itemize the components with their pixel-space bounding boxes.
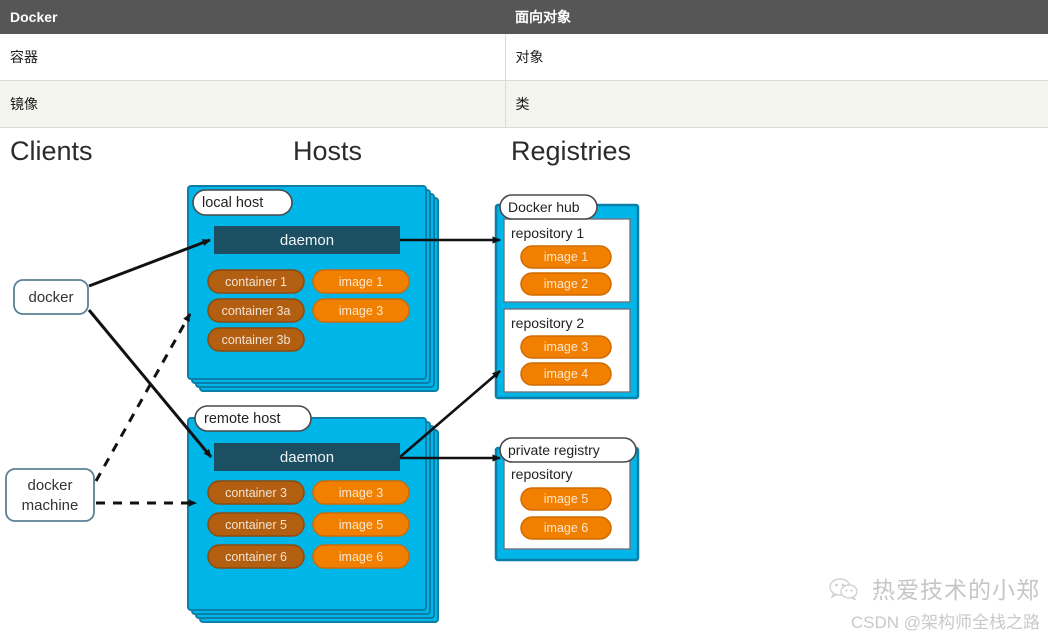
local-host-container-1: container 1 (225, 275, 287, 289)
remote-host-panel: daemon container 3 container 5 container… (187, 405, 439, 623)
remote-host-container-3: container 3 (225, 486, 287, 500)
diagram-canvas: Clients Hosts Registries daemon containe… (5, 136, 640, 623)
local-host-daemon-label: daemon (280, 232, 334, 249)
local-host-panel: daemon container 1 container 3a containe… (187, 185, 439, 392)
local-host-images: image 1 image 3 (312, 269, 410, 323)
remote-host-container-5: container 5 (225, 518, 287, 532)
remote-host-label: remote host (194, 405, 312, 432)
local-host-containers: container 1 container 3a container 3b (207, 269, 305, 352)
local-host-container-3a: container 3a (222, 304, 291, 318)
table-header-docker: Docker (0, 0, 505, 34)
cell-docker-image: 镜像 (0, 80, 506, 128)
docker-hub-repository-2-name: repository 2 (511, 315, 584, 331)
local-host-image-3: image 3 (339, 304, 384, 318)
private-registry-label-text: private registry (508, 442, 600, 458)
client-docker-machine-label-line2: machine (22, 497, 79, 514)
docker-hub-registry: repository 1 image 1 image 2 repository … (494, 194, 640, 400)
docker-hub-repo2-image-4: image 4 (544, 367, 589, 381)
local-host-label: local host (192, 189, 293, 216)
docker-oo-comparison-table: Docker 面向对象 容器 对象 镜像 类 (0, 0, 1048, 128)
docker-architecture-diagram: Clients Hosts Registries daemon containe… (0, 128, 1048, 637)
arrow-docker-to-local-daemon (88, 238, 211, 288)
remote-host-label-text: remote host (204, 411, 281, 427)
client-docker-label: docker (28, 289, 73, 306)
local-host-daemon: daemon (214, 226, 400, 254)
client-docker-machine: docker machine (5, 468, 95, 522)
watermark-line1-wrap: 热爱技术的小郑 (828, 571, 1040, 606)
docker-hub-repo2-image-3: image 3 (544, 340, 589, 354)
remote-host-image-6: image 6 (339, 550, 384, 564)
docker-hub-label: Docker hub (499, 194, 598, 220)
local-host-container-3b: container 3b (222, 333, 291, 347)
private-registry-image-6: image 6 (544, 521, 589, 535)
remote-host-images: image 3 image 5 image 6 (312, 480, 410, 569)
table-row: 容器 对象 (0, 34, 1048, 81)
arrow-docker-to-remote-daemon (87, 309, 213, 458)
remote-host-daemon: daemon (214, 443, 400, 471)
cell-oo-class: 类 (505, 80, 1048, 128)
cell-oo-object: 对象 (505, 34, 1048, 81)
docker-hub-label-text: Docker hub (508, 199, 580, 215)
remote-host-container-6: container 6 (225, 550, 287, 564)
client-docker: docker (13, 279, 89, 315)
remote-host-containers: container 3 container 5 container 6 (207, 480, 305, 569)
docker-hub-repo1-image-1: image 1 (544, 250, 589, 264)
private-registry-image-5: image 5 (544, 492, 589, 506)
docker-hub-repository-2: repository 2 image 3 image 4 (503, 308, 631, 393)
remote-host-image-3: image 3 (339, 486, 384, 500)
private-registry-repository: repository image 5 image 6 (503, 458, 631, 550)
table-head: Docker 面向对象 (0, 0, 1048, 34)
wechat-icon (828, 578, 859, 606)
client-docker-machine-label-line1: docker (27, 477, 72, 494)
column-heading-clients: Clients (10, 136, 93, 166)
cell-docker-container: 容器 (0, 34, 506, 81)
private-registry: repository image 5 image 6 private regis… (494, 437, 640, 562)
watermark-account-name: 热爱技术的小郑 (872, 577, 1040, 604)
table-row: 镜像 类 (0, 80, 1048, 128)
local-host-label-text: local host (202, 195, 263, 211)
table-header-oo: 面向对象 (505, 0, 1048, 34)
column-heading-hosts: Hosts (293, 136, 362, 166)
arrow-remote-daemon-to-repository-2 (399, 370, 501, 458)
docker-hub-repo1-image-2: image 2 (544, 277, 589, 291)
column-heading-registries: Registries (511, 136, 631, 166)
private-registry-label: private registry (499, 437, 637, 463)
remote-host-daemon-label: daemon (280, 449, 334, 466)
docker-hub-repository-1: repository 1 image 1 image 2 (503, 218, 631, 303)
private-registry-repository-name: repository (511, 466, 572, 482)
docker-hub-repository-1-name: repository 1 (511, 225, 584, 241)
table-body: 容器 对象 镜像 类 (0, 34, 1048, 128)
watermark-source: CSDN @架构师全栈之路 (850, 613, 1040, 632)
remote-host-image-5: image 5 (339, 518, 384, 532)
watermark: 热爱技术的小郑 CSDN @架构师全栈之路 (828, 571, 1040, 633)
table-header-row: Docker 面向对象 (0, 0, 1048, 34)
arrow-docker-machine-to-local-host (94, 313, 192, 482)
local-host-image-1: image 1 (339, 275, 384, 289)
